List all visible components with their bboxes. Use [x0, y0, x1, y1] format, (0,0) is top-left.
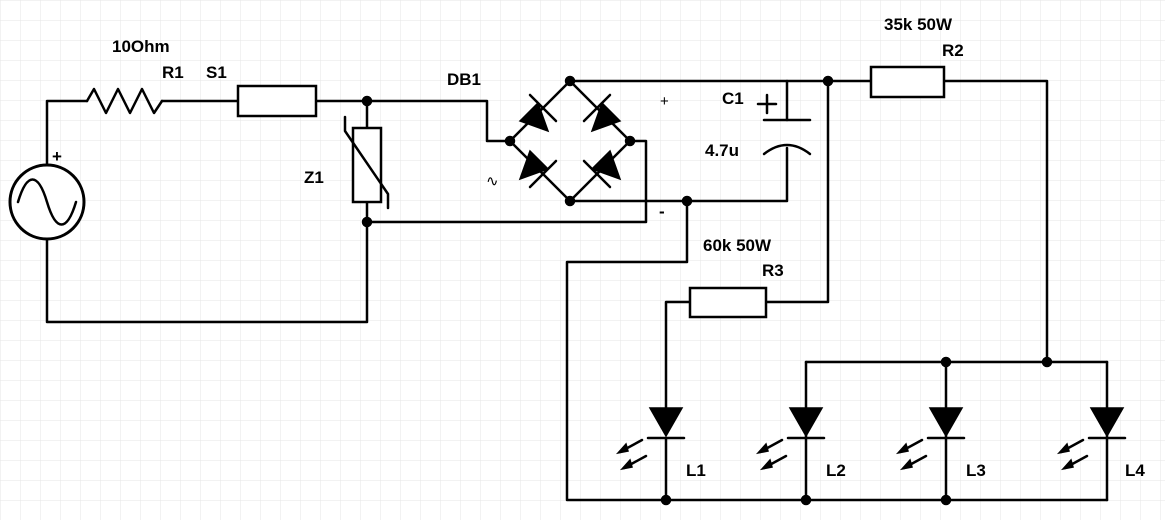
junction-dot	[361, 216, 373, 228]
bridge-plus-sign: +	[660, 93, 669, 110]
s1-label: S1	[206, 63, 227, 82]
junction-dot	[800, 494, 812, 506]
resistor-icon	[85, 87, 164, 115]
led-icon	[895, 407, 966, 471]
wire-to-bridge-ac1	[365, 99, 512, 143]
junction-dot	[822, 75, 834, 87]
source-plus-sign: +	[52, 147, 62, 166]
r3-value-label: 60k 50W	[703, 236, 772, 255]
z1-label: Z1	[304, 168, 324, 187]
r2-label: R2	[942, 41, 964, 60]
c1-value-label: 4.7u	[705, 141, 739, 160]
r3-label: R3	[762, 261, 784, 280]
wire-r2-to-leds	[942, 79, 1049, 364]
led-icon	[615, 407, 686, 471]
l3-label: L3	[966, 461, 986, 480]
fuse-icon	[236, 84, 318, 118]
bridge-rectifier-icon	[508, 79, 632, 203]
wire-return	[45, 220, 369, 324]
wire-to-r3	[764, 79, 830, 304]
l2-label: L2	[826, 461, 846, 480]
junction-dot	[361, 95, 373, 107]
wire-bridge-ac2	[365, 139, 648, 224]
electrolytic-capacitor-icon	[756, 93, 812, 156]
resistor-icon	[688, 286, 768, 319]
wire-minus-rail	[565, 199, 1109, 502]
db1-label: DB1	[447, 70, 481, 89]
wire-source-to-r1	[45, 99, 89, 167]
l4-label: L4	[1125, 461, 1145, 480]
junction-dot	[940, 494, 952, 506]
bridge-minus-sign: -	[659, 202, 665, 221]
c1-label: C1	[722, 89, 744, 108]
r1-value-label: 10Ohm	[112, 37, 170, 56]
led-icon	[1056, 407, 1127, 471]
r1-label: R1	[162, 63, 184, 82]
resistor-icon	[869, 65, 946, 99]
r2-value-label: 35k 50W	[884, 15, 953, 34]
junction-dot	[940, 356, 952, 368]
wire-r3-to-l1	[664, 300, 692, 410]
junction-dot	[660, 494, 672, 506]
wires	[45, 79, 1109, 502]
junction-dot	[681, 195, 693, 207]
ac-source-icon	[8, 163, 86, 241]
led-icon	[755, 407, 826, 471]
ac-mark: ∿	[486, 173, 499, 190]
wire-c1-minus	[568, 146, 789, 203]
junction-dot	[1041, 356, 1053, 368]
varistor-icon	[343, 115, 390, 210]
l1-label: L1	[686, 461, 706, 480]
